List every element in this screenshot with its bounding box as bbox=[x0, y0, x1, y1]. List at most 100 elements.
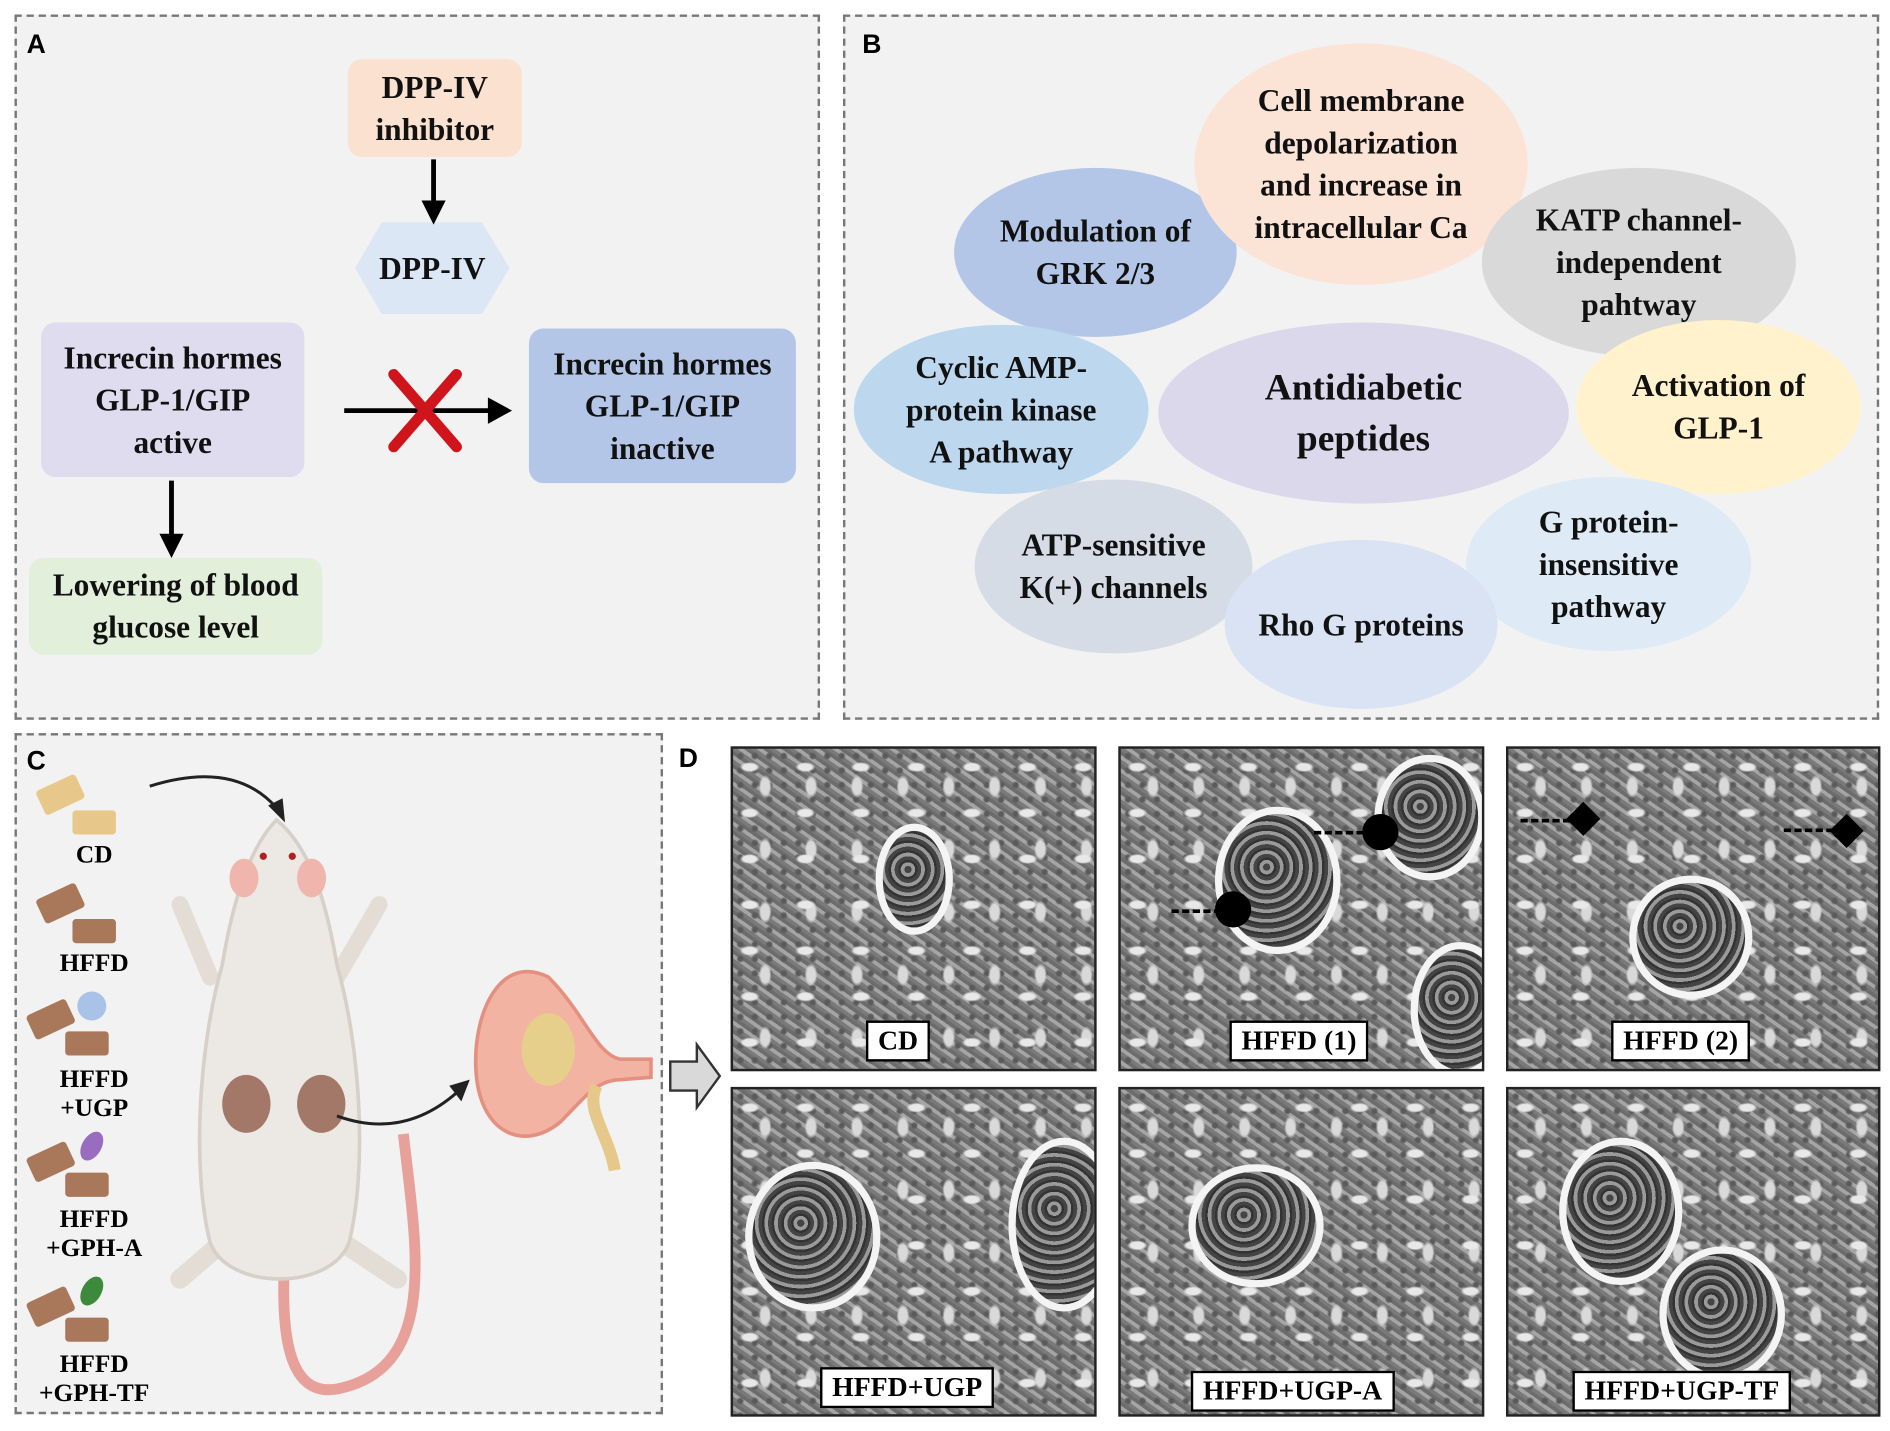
hollow-arrow-icon bbox=[669, 1041, 722, 1112]
text-line: Increcin hormes bbox=[553, 346, 772, 382]
text-line: GLP-1/GIP bbox=[95, 382, 251, 418]
text-line: Modulation of bbox=[999, 213, 1191, 249]
text-line: GRK 2/3 bbox=[1035, 256, 1156, 292]
text-line: Rho G proteins bbox=[1258, 606, 1464, 642]
dpp-iv-inhibitor-box: DPP-IV inhibitor bbox=[347, 59, 522, 158]
lowering-glucose-box: Lowering of blood glucose level bbox=[28, 557, 323, 655]
histology-image-hffd-1: HFFD (1) bbox=[1118, 746, 1485, 1072]
panel-a: A DPP-IV inhibitor DPP-IV Increcin hormes… bbox=[14, 14, 821, 720]
diet-label-cd: CD bbox=[34, 839, 155, 868]
text-line: KATP channel- bbox=[1535, 202, 1742, 238]
text-line: Cell membrane bbox=[1257, 83, 1465, 119]
panel-label: D bbox=[678, 742, 698, 773]
arrow-right-icon bbox=[344, 397, 513, 424]
text-line: CD bbox=[75, 839, 113, 869]
image-label: HFFD+UGP-TF bbox=[1572, 1370, 1792, 1412]
arrow-down-icon bbox=[421, 159, 446, 225]
text-line: HFFD bbox=[59, 948, 129, 978]
text-line: Antidiabetic bbox=[1264, 365, 1463, 409]
control-diet-pellet-icon bbox=[36, 774, 116, 835]
rat-arms bbox=[171, 896, 388, 986]
image-label: HFFD (1) bbox=[1229, 1020, 1369, 1062]
diet-label-hffd-gph-a: HFFD+GPH-A bbox=[34, 1204, 155, 1262]
kidney-icon bbox=[297, 1074, 346, 1133]
marker-diamond bbox=[1566, 801, 1601, 836]
text-line: Activation of bbox=[1631, 368, 1806, 404]
text-line: Lowering of blood bbox=[52, 567, 299, 603]
text-line: GLP-1/GIP bbox=[584, 388, 741, 424]
text-line: A pathway bbox=[929, 434, 1074, 470]
panel-label: B bbox=[862, 28, 882, 60]
image-label: HFFD (2) bbox=[1611, 1020, 1751, 1062]
cell-membrane-ellipse: Cell membrane depolarization and increase … bbox=[1194, 43, 1528, 286]
modulation-grk-ellipse: Modulation of GRK 2/3 bbox=[954, 167, 1237, 337]
text-line: inactive bbox=[610, 430, 715, 466]
text-line: +UGP bbox=[60, 1092, 129, 1122]
kidney-icon bbox=[222, 1074, 271, 1133]
hffd-ugp-pellet-icon bbox=[26, 991, 109, 1056]
text-line: protein kinase bbox=[905, 391, 1097, 427]
curved-arrow-icon bbox=[336, 1090, 459, 1126]
text-line: ATP-sensitive bbox=[1021, 527, 1206, 563]
text-line: HFFD bbox=[59, 1063, 129, 1093]
text-line: inhibitor bbox=[375, 111, 495, 147]
panel-label: C bbox=[26, 745, 46, 776]
rho-g-proteins-ellipse: Rho G proteins bbox=[1224, 539, 1498, 709]
histology-image-hffd-ugp-a: HFFD+UGP-A bbox=[1118, 1086, 1485, 1417]
dpp-iv-hexagon bbox=[355, 222, 510, 315]
text-line: glucose level bbox=[92, 609, 259, 645]
hffd-gph-a-pellet-icon bbox=[26, 1131, 109, 1197]
panel-b: B Modulation of GRK 2/3 Cell membrane depo… bbox=[842, 14, 1880, 720]
histology-image-cd: CD bbox=[730, 746, 1097, 1072]
image-label: HFFD+UGP-A bbox=[1190, 1370, 1395, 1412]
text-line: +GPH-A bbox=[46, 1233, 143, 1263]
rat-illustration bbox=[149, 775, 653, 1396]
antidiabetic-peptides-ellipse: Antidiabetic peptides bbox=[1158, 322, 1569, 504]
text-line: G protein- bbox=[1538, 504, 1679, 540]
cyclic-amp-ellipse: Cyclic AMP-protein kinase A pathway bbox=[853, 324, 1149, 494]
text-line: GLP-1 bbox=[1673, 410, 1764, 446]
text-line: Increcin hormes bbox=[63, 339, 282, 375]
panel-c: C CD HFFD HFFD+UGP HFFD+GPH-A HFFD+GPH-T… bbox=[14, 733, 664, 1415]
text-line: +GPH-TF bbox=[39, 1377, 150, 1407]
diet-label-hffd-ugp: HFFD+UGP bbox=[34, 1064, 155, 1122]
text-line: insensitive bbox=[1538, 546, 1679, 582]
arrow-down-icon bbox=[159, 480, 184, 558]
histology-image-hffd-2: HFFD (2) bbox=[1506, 746, 1881, 1072]
panel-label: A bbox=[26, 28, 46, 60]
diet-label-hffd: HFFD bbox=[34, 948, 155, 977]
marker-dot bbox=[1362, 813, 1399, 851]
text-line: independent bbox=[1555, 244, 1722, 280]
curved-arrow-icon bbox=[149, 775, 278, 809]
activation-glp1-ellipse: Activation of GLP-1 bbox=[1576, 320, 1862, 494]
text-line: pahtway bbox=[1581, 286, 1697, 322]
marker-diamond bbox=[1829, 813, 1864, 848]
rat-ear bbox=[297, 858, 327, 898]
text-line: depolarization bbox=[1264, 125, 1458, 161]
marker-dot bbox=[1214, 891, 1252, 928]
arrows-layer bbox=[159, 159, 513, 558]
rat-tail bbox=[278, 1133, 421, 1396]
hffd-pellet-icon bbox=[36, 883, 116, 944]
hffd-gph-tf-pellet-icon bbox=[26, 1276, 109, 1342]
text-line: Cyclic AMP- bbox=[915, 349, 1088, 385]
text-line: HFFD bbox=[59, 1204, 129, 1234]
text-line: DPP-IV bbox=[381, 69, 488, 105]
text-line: active bbox=[133, 424, 212, 460]
dpp-iv-label: DPP-IV bbox=[379, 250, 486, 286]
rat-ear bbox=[229, 858, 259, 898]
image-label: CD bbox=[865, 1020, 931, 1062]
image-label: HFFD+UGP bbox=[820, 1367, 995, 1409]
rat-body bbox=[197, 817, 362, 1281]
histology-image-hffd-ugp: HFFD+UGP bbox=[730, 1086, 1097, 1417]
diet-label-hffd-gph-tf: HFFD+GPH-TF bbox=[34, 1349, 155, 1407]
text-line: and increase in bbox=[1260, 167, 1462, 203]
text-line: intracellular Ca bbox=[1254, 210, 1468, 246]
text-line: K(+) channels bbox=[1019, 570, 1208, 606]
text-line: peptides bbox=[1296, 416, 1431, 459]
